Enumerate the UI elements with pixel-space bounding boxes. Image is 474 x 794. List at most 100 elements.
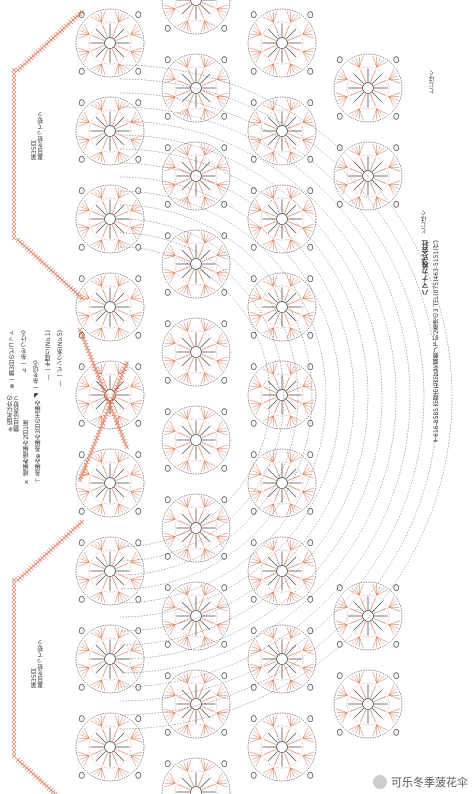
- motif-fan-stitch: [93, 718, 102, 727]
- motif-spoke: [287, 221, 301, 227]
- motif-fan-stitch: [93, 503, 102, 512]
- sc-mark: [102, 390, 108, 396]
- motif-fan-stitch: [273, 714, 278, 727]
- bobble-stitch: [307, 275, 314, 283]
- motif-fan-stitch: [355, 108, 360, 118]
- bobble-stitch: [307, 11, 314, 19]
- motif-fan-stitch: [130, 734, 140, 739]
- sc-mark: [11, 191, 17, 197]
- motif-fan-stitch: [118, 14, 127, 23]
- sc-mark: [11, 617, 17, 623]
- motif-fan-stitch: [252, 139, 262, 144]
- bobble-stitch: [78, 627, 85, 635]
- motif-fan-stitch: [77, 562, 90, 567]
- motif-fan-stitch: [179, 724, 188, 733]
- motif-fan-stitch: [97, 365, 102, 375]
- motif-fan-stitch: [97, 151, 102, 161]
- sc-mark: [11, 601, 17, 607]
- motif-outer-ring: [75, 360, 145, 430]
- motif-fan-stitch: [376, 724, 381, 734]
- motif-fan-stitch: [200, 759, 205, 772]
- motif-fan-stitch: [166, 360, 176, 365]
- motif-spoke: [284, 376, 290, 390]
- sc-mark: [11, 115, 17, 121]
- motif-fan-stitch: [163, 343, 176, 348]
- motif-fan-stitch: [166, 251, 176, 256]
- motif-fan-stitch: [302, 755, 311, 764]
- motif-fan-stitch: [118, 541, 123, 551]
- motif-fan-stitch: [388, 708, 401, 713]
- motif-fan-stitch: [200, 55, 205, 68]
- motif-spoke: [95, 223, 106, 234]
- bobble-stitch: [164, 112, 171, 120]
- motif-mid-ring: [260, 725, 304, 769]
- motif-fan-stitch: [252, 579, 262, 584]
- motif-fan-stitch: [335, 79, 348, 84]
- motif-spoke: [102, 48, 108, 62]
- motif-fan-stitch: [265, 415, 274, 424]
- motif-fan-stitch: [273, 274, 278, 287]
- motif-fan-stitch: [255, 287, 262, 299]
- motif-fan-stitch: [169, 96, 176, 108]
- motif-fan-stitch: [249, 738, 262, 743]
- motif-fan-stitch: [83, 139, 90, 151]
- motif-fan-stitch: [249, 562, 262, 567]
- motif-spoke: [286, 380, 297, 391]
- motif-mid-ring: [174, 682, 218, 726]
- motif-fan-stitch: [93, 190, 102, 199]
- motif-fan-stitch: [262, 151, 274, 158]
- motif-fan-stitch: [187, 724, 192, 737]
- motif-spoke: [201, 432, 215, 438]
- motif-fan-stitch: [163, 79, 176, 84]
- motif-fan-stitch: [388, 156, 395, 168]
- motif-center-ring: [276, 389, 288, 401]
- motif-fan-stitch: [118, 63, 127, 72]
- motif-fan-stitch: [388, 96, 397, 105]
- bobble-stitch: [221, 144, 228, 152]
- motif-spoke: [274, 24, 280, 38]
- bobble-stitch: [307, 539, 314, 547]
- motif-fan-stitch: [179, 763, 188, 772]
- motif-spoke: [201, 354, 215, 360]
- bobble-stitch: [221, 552, 228, 560]
- motif-fan-stitch: [93, 591, 102, 600]
- motif-fan-stitch: [169, 684, 176, 696]
- motif-spoke: [102, 200, 108, 214]
- sc-mark: [83, 342, 89, 348]
- bobble-stitch: [307, 363, 314, 371]
- motif-fan-stitch: [302, 751, 315, 756]
- sc-mark: [11, 593, 17, 599]
- motif-fan-stitch: [290, 327, 302, 334]
- motif-spoke: [114, 732, 125, 743]
- motif-fan-stitch: [187, 495, 192, 508]
- motif-spoke: [200, 180, 211, 191]
- sc-mark: [11, 223, 17, 229]
- motif-fan-stitch: [183, 108, 188, 118]
- sc-mark: [87, 351, 92, 357]
- motif-spoke: [353, 92, 364, 103]
- motif-fan-stitch: [167, 775, 176, 784]
- sc-mark: [11, 203, 17, 209]
- motif-spoke: [353, 708, 364, 719]
- motif-fan-stitch: [216, 431, 229, 436]
- motif-fan-stitch: [83, 727, 90, 739]
- motif-fan-stitch: [204, 762, 209, 772]
- motif-fan-stitch: [204, 724, 213, 733]
- row35-note-bottom: 第35目 裏目を拾って拾う: [31, 640, 45, 688]
- bobble-stitch: [393, 144, 400, 152]
- motif-fan-stitch: [204, 237, 216, 244]
- sc-mark: [93, 366, 98, 372]
- motif-spoke: [201, 442, 215, 448]
- motif-fan-stitch: [163, 695, 176, 700]
- motif-spoke: [177, 530, 191, 536]
- sc-mark: [100, 384, 106, 390]
- motif-fan-stitch: [97, 541, 102, 551]
- motif-fan-stitch: [204, 58, 209, 68]
- motif-spoke: [353, 73, 364, 84]
- motif-spoke: [115, 123, 129, 129]
- bobble-stitch: [307, 507, 314, 515]
- bobble-stitch: [307, 67, 314, 75]
- motif-fan-stitch: [169, 332, 176, 344]
- motif-fan-stitch: [351, 636, 360, 645]
- motif-fan-stitch: [118, 415, 127, 424]
